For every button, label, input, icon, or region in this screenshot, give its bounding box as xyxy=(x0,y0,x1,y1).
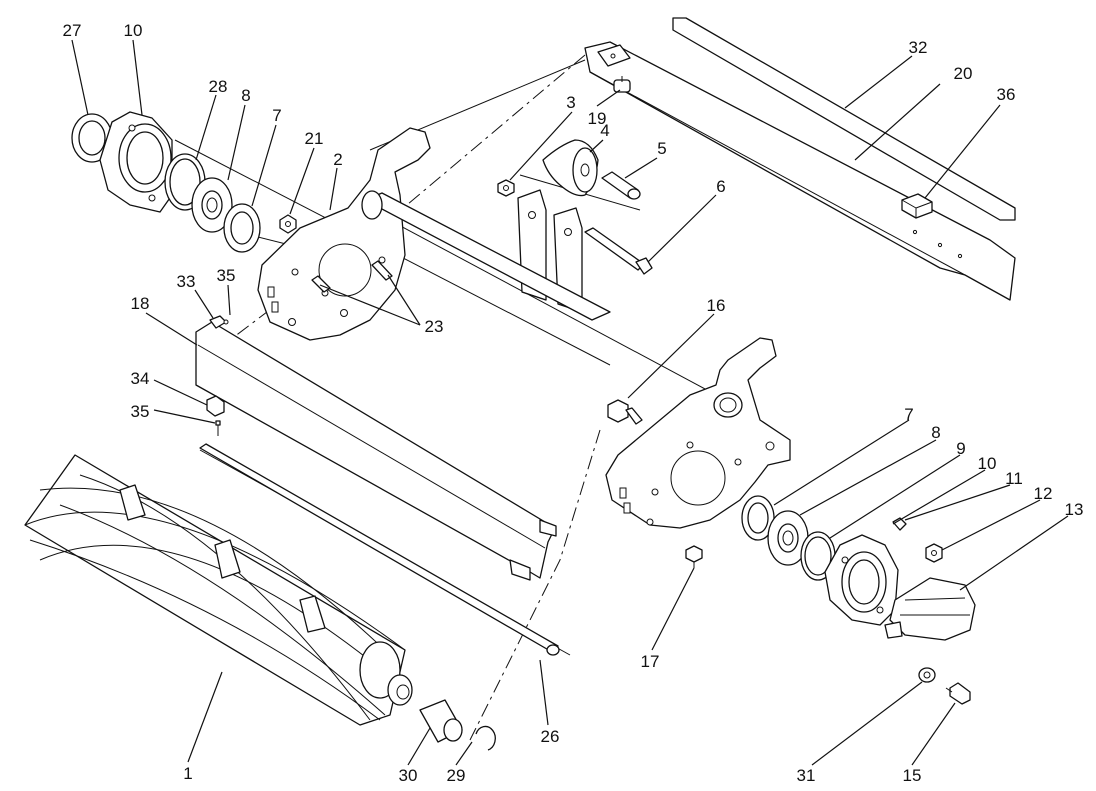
grease-fitting-11 xyxy=(892,517,907,531)
label-6: 6 xyxy=(716,177,725,196)
clip-34 xyxy=(206,395,225,417)
label-9: 9 xyxy=(956,439,965,458)
reel-shield-32 xyxy=(672,17,1016,221)
label-3: 3 xyxy=(566,93,575,112)
label-35-bottom: 35 xyxy=(131,402,150,421)
pin-5 xyxy=(601,171,641,200)
cover-13 xyxy=(884,577,976,641)
label-8: 8 xyxy=(241,86,250,105)
label-7-right: 7 xyxy=(904,405,913,424)
bedbar-cover-20 xyxy=(584,41,1016,301)
bedbar-18 xyxy=(195,321,557,581)
nut-3 xyxy=(497,179,515,197)
bolt-15 xyxy=(945,682,971,705)
label-34: 34 xyxy=(131,369,150,388)
label-27: 27 xyxy=(63,21,82,40)
seal-7-right xyxy=(741,495,775,541)
cutting-reel-1 xyxy=(24,454,413,726)
label-36: 36 xyxy=(997,85,1016,104)
screw-35 xyxy=(215,420,221,436)
nut-21 xyxy=(279,214,297,234)
leader-lines xyxy=(71,39,1069,766)
label-26: 26 xyxy=(541,727,560,746)
bearing-8-right xyxy=(767,510,809,566)
label-8-right: 8 xyxy=(931,423,940,442)
label-30: 30 xyxy=(399,766,418,785)
seal-27 xyxy=(71,113,113,163)
mounting-tube xyxy=(361,190,611,321)
bearing-housing-10-right xyxy=(824,534,899,626)
label-13: 13 xyxy=(1065,500,1084,519)
label-17: 17 xyxy=(641,652,660,671)
label-28: 28 xyxy=(209,77,228,96)
bracket-33 xyxy=(209,315,229,329)
pins-23 xyxy=(311,260,393,293)
label-35-top: 35 xyxy=(217,266,236,285)
spacer-30 xyxy=(419,699,463,743)
right-side-plate xyxy=(605,337,791,529)
label-18: 18 xyxy=(131,294,150,313)
label-10: 10 xyxy=(124,21,143,40)
left-side-plate-2 xyxy=(257,127,431,341)
shaft-26 xyxy=(199,443,560,656)
label-21: 21 xyxy=(305,129,324,148)
seal-7-left xyxy=(223,203,261,253)
label-5: 5 xyxy=(657,139,666,158)
label-31: 31 xyxy=(797,766,816,785)
bolt-17 xyxy=(685,545,703,568)
nut-12 xyxy=(925,543,943,563)
label-32: 32 xyxy=(909,38,928,57)
bolt-16 xyxy=(607,399,643,425)
retaining-ring-29 xyxy=(475,725,496,751)
label-11: 11 xyxy=(1005,469,1023,488)
washer-31 xyxy=(918,667,936,683)
block-36 xyxy=(901,193,933,219)
label-7: 7 xyxy=(272,106,281,125)
label-10-right: 10 xyxy=(978,454,997,473)
label-19: 19 xyxy=(588,109,607,128)
screw-19 xyxy=(613,76,631,93)
label-16: 16 xyxy=(707,296,726,315)
label-2: 2 xyxy=(333,150,342,169)
label-20: 20 xyxy=(954,64,973,83)
label-33: 33 xyxy=(177,272,196,291)
label-29: 29 xyxy=(447,766,466,785)
label-23: 23 xyxy=(425,317,444,336)
label-1: 1 xyxy=(183,764,192,783)
bolt-6 xyxy=(584,227,653,275)
bearing-housing-10-left xyxy=(99,111,173,213)
roller-4 xyxy=(542,139,599,197)
label-4: 4 xyxy=(600,121,609,140)
label-15: 15 xyxy=(903,766,922,785)
part-number-labels: 27 10 28 8 7 21 2 3 4 19 32 20 36 5 6 33… xyxy=(63,21,1084,785)
bearing-8-left xyxy=(191,177,233,233)
label-12: 12 xyxy=(1034,484,1053,503)
